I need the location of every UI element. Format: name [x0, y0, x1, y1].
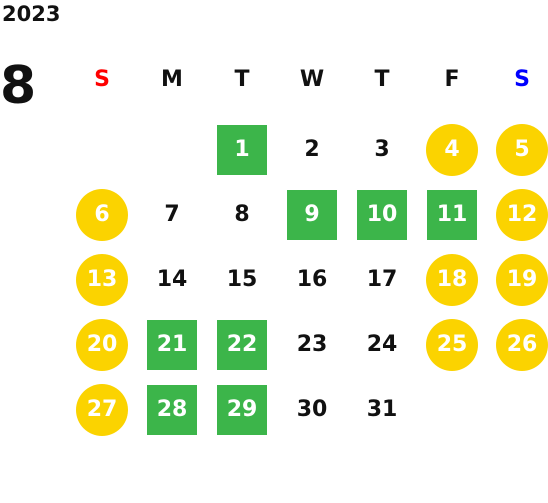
day-cell[interactable]: 24 [347, 312, 417, 377]
day-number: 21 [147, 319, 197, 370]
day-number: 15 [226, 267, 258, 292]
day-number: 11 [427, 189, 477, 240]
day-number: 20 [76, 318, 128, 371]
day-number: 29 [217, 384, 267, 435]
weekday-5: F [444, 67, 460, 92]
day-number: 5 [496, 123, 548, 176]
year-label: 2023 [2, 2, 61, 26]
weekday-4: T [374, 67, 390, 92]
day-cell[interactable]: 12 [487, 182, 548, 247]
day-number: 31 [366, 397, 398, 422]
day-number: 1 [217, 124, 267, 175]
weekday-2: T [234, 67, 250, 92]
day-cell[interactable]: 5 [487, 117, 548, 182]
day-cell[interactable]: 3 [347, 117, 417, 182]
day-number: 17 [366, 267, 398, 292]
day-number: 22 [217, 319, 267, 370]
day-number: 23 [296, 332, 328, 357]
day-cell[interactable]: 17 [347, 247, 417, 312]
day-cell[interactable]: 25 [417, 312, 487, 377]
day-number: 6 [76, 188, 128, 241]
day-cell[interactable]: 4 [417, 117, 487, 182]
day-cell[interactable]: 23 [277, 312, 347, 377]
day-cell[interactable]: 22 [207, 312, 277, 377]
day-number: 30 [296, 397, 328, 422]
day-number: 13 [76, 253, 128, 306]
weekday-1: M [161, 67, 183, 92]
day-number: 2 [304, 137, 320, 162]
day-number: 9 [287, 189, 337, 240]
day-number: 27 [76, 383, 128, 436]
day-cell[interactable]: 29 [207, 377, 277, 442]
day-number: 28 [147, 384, 197, 435]
day-cell[interactable]: 13 [67, 247, 137, 312]
day-number: 18 [426, 253, 478, 306]
day-cell[interactable]: 8 [207, 182, 277, 247]
day-number: 4 [426, 123, 478, 176]
weekday-6: S [514, 67, 530, 92]
day-number: 16 [296, 267, 328, 292]
day-cell[interactable]: 1 [207, 117, 277, 182]
day-number: 25 [426, 318, 478, 371]
month-label: 8 [0, 56, 37, 116]
day-cell[interactable]: 2 [277, 117, 347, 182]
day-cell[interactable]: 26 [487, 312, 548, 377]
day-number: 14 [156, 267, 188, 292]
day-cell[interactable]: 30 [277, 377, 347, 442]
day-cell[interactable]: 11 [417, 182, 487, 247]
day-number: 12 [496, 188, 548, 241]
day-number: 8 [234, 202, 250, 227]
day-number: 7 [164, 202, 180, 227]
day-cell[interactable]: 6 [67, 182, 137, 247]
day-cell[interactable]: 14 [137, 247, 207, 312]
day-cell[interactable]: 28 [137, 377, 207, 442]
day-cell[interactable]: 10 [347, 182, 417, 247]
day-number: 26 [496, 318, 548, 371]
day-cell[interactable]: 19 [487, 247, 548, 312]
day-cell[interactable]: 16 [277, 247, 347, 312]
day-number: 24 [366, 332, 398, 357]
day-cell[interactable]: 31 [347, 377, 417, 442]
day-cell[interactable]: 15 [207, 247, 277, 312]
day-cell[interactable]: 27 [67, 377, 137, 442]
day-number: 3 [374, 137, 390, 162]
day-number: 19 [496, 253, 548, 306]
day-cell[interactable]: 20 [67, 312, 137, 377]
weekday-0: S [94, 67, 110, 92]
day-cell[interactable]: 7 [137, 182, 207, 247]
day-cell[interactable]: 21 [137, 312, 207, 377]
day-cell[interactable]: 18 [417, 247, 487, 312]
day-cell[interactable]: 9 [277, 182, 347, 247]
weekday-3: W [299, 67, 325, 92]
day-number: 10 [357, 189, 407, 240]
